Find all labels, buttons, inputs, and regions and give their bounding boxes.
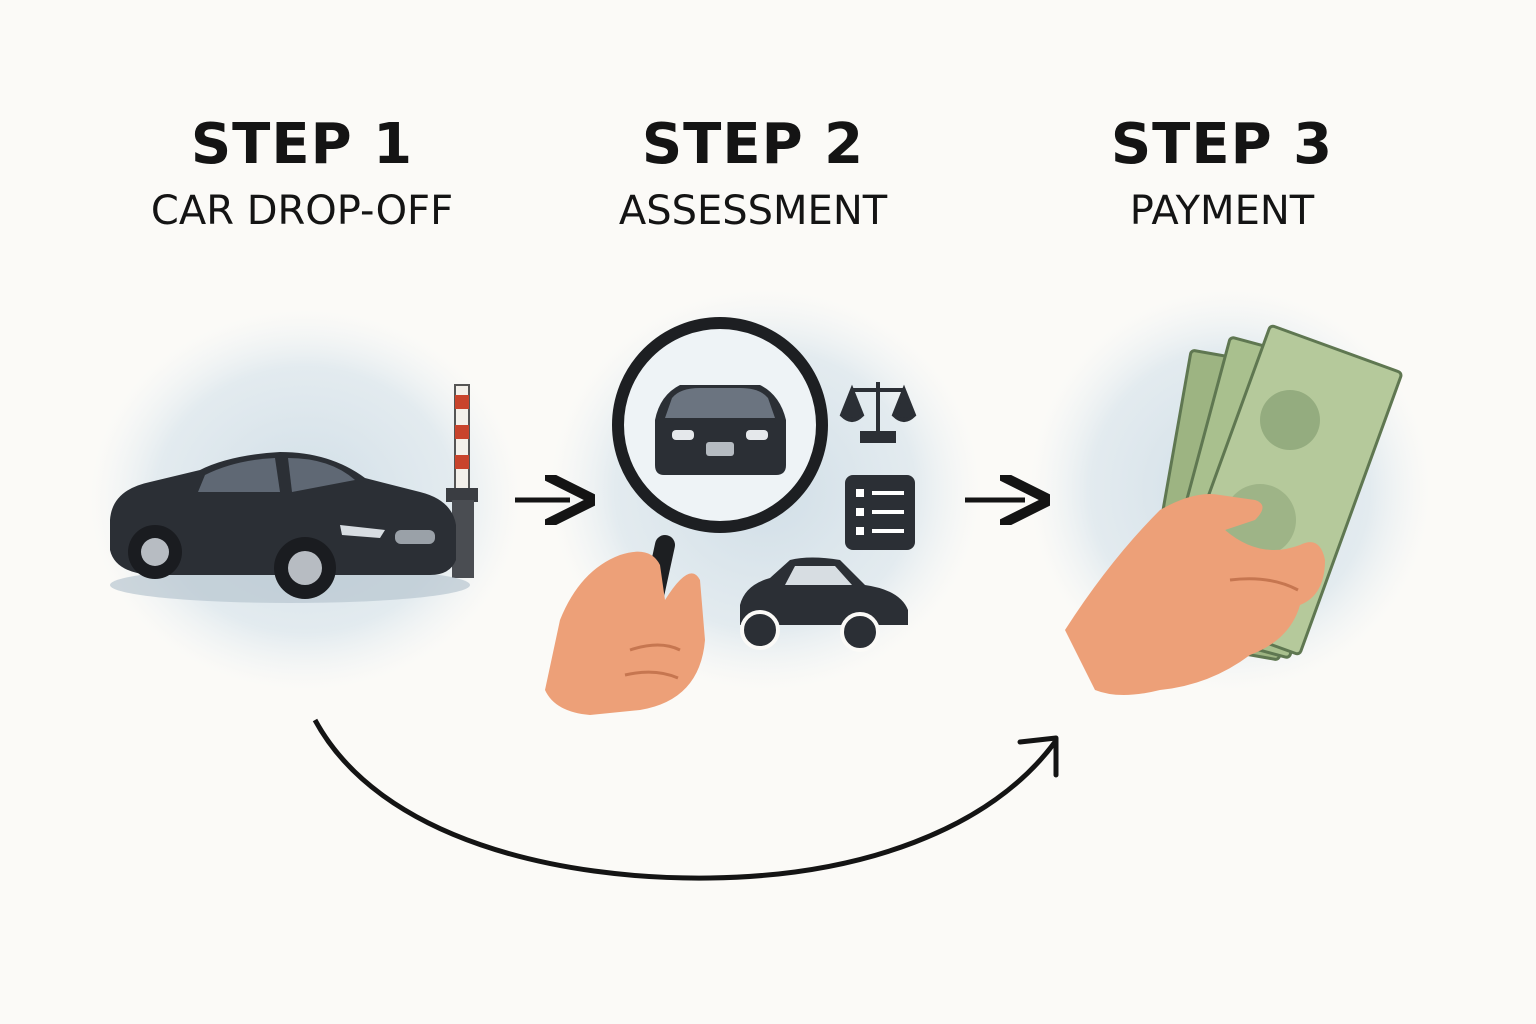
- step-1-heading: STEP 1 CAR DROP-OFF: [92, 112, 512, 236]
- hand-with-cash-icon: [1065, 324, 1403, 695]
- step-3-heading: STEP 3 PAYMENT: [1012, 112, 1432, 236]
- step-1-number: STEP 1: [190, 112, 414, 177]
- step-2-number: STEP 2: [641, 112, 865, 177]
- scales-of-justice-icon: [839, 382, 917, 443]
- curved-arrow-head: [1017, 735, 1059, 778]
- step-1-name: CAR DROP-OFF: [150, 188, 454, 234]
- curved-arrow-step1-to-step3: [312, 718, 1058, 881]
- step-3-number: STEP 3: [1110, 112, 1334, 177]
- step-3-name: PAYMENT: [1129, 188, 1315, 234]
- magnifier-car-icon: [545, 317, 828, 715]
- step-2-name: ASSESSMENT: [618, 188, 888, 234]
- checklist-icon: [845, 475, 915, 550]
- car-at-barrier-icon: [110, 384, 478, 603]
- step-2-heading: STEP 2 ASSESSMENT: [543, 112, 963, 236]
- car-side-icon: [740, 557, 908, 652]
